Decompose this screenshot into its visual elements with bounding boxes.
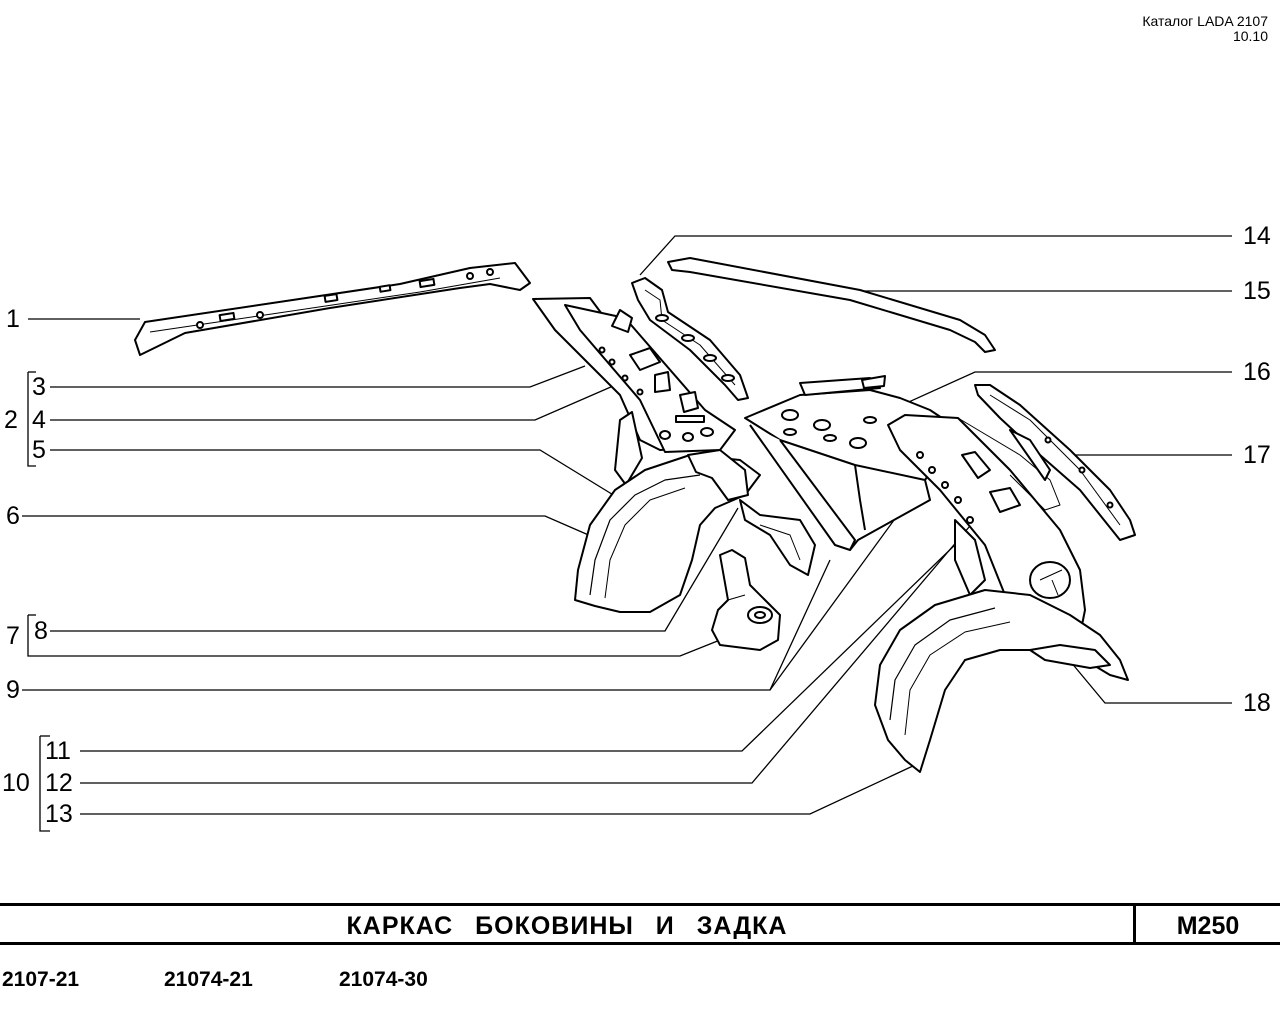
leader-lines [22,235,1232,832]
callout-6: 6 [6,502,20,530]
part-13-outer-arch [874,589,1129,773]
callout-13: 13 [45,800,73,828]
callout-18: 18 [1243,689,1271,717]
model-code: 21074-21 [164,968,253,991]
leader-8 [50,507,739,632]
title-bar: КАРКАС БОКОВИНЫ И ЗАДКА M250 [0,903,1280,945]
leader-16 [879,371,1232,416]
callout-10: 10 [2,769,30,797]
bracket-10 [39,736,50,832]
parts-diagram [22,235,1232,832]
part-14-pillar-upper [631,277,749,401]
leader-6 [22,515,601,541]
callout-14: 14 [1243,222,1271,250]
callout-12: 12 [45,769,73,797]
callout-1: 1 [6,305,20,333]
leader-12 [80,519,976,784]
part-17-right-rail [974,384,1136,541]
catalog-header: Каталог LADA 2107 10.10 [1142,14,1268,44]
page-title: КАРКАС БОКОВИНЫ И ЗАДКА [346,912,788,940]
callout-3: 3 [32,373,46,401]
callout-2: 2 [4,406,18,434]
callout-16: 16 [1243,358,1271,386]
leader-13 [80,764,916,815]
part-3-4-pillar [532,297,736,486]
leader-5 [50,449,616,497]
model-code: 21074-30 [339,968,428,991]
part-1-roof-rail [134,262,531,356]
leader-18 [1064,654,1232,704]
title-divider [1133,906,1136,942]
callout-5: 5 [32,436,46,464]
leader-3 [50,365,586,388]
part-8-bracket [711,549,781,651]
catalog-date: 10.10 [1232,28,1268,44]
leader-9-part [36,639,721,657]
callout-17: 17 [1243,441,1271,469]
catalog-name: Каталог LADA 2107 [1142,13,1268,29]
page-code: M250 [1176,912,1240,940]
leader-4 [50,382,621,421]
part-6-wheel-arch [574,449,816,613]
callout-9: 9 [6,676,20,704]
callout-4: 4 [32,406,46,434]
callout-7: 7 [6,622,20,650]
bracket-7 [27,615,36,657]
leader-14 [639,235,1232,276]
callout-11: 11 [45,737,71,765]
callout-15: 15 [1243,277,1271,305]
leader-9b [769,504,906,691]
callout-8: 8 [34,617,48,645]
model-code: 2107-21 [2,968,80,991]
leader-9a [22,559,831,691]
part-11-12-right-pillar [887,414,1086,636]
bracket-2 [27,372,36,467]
part-15-roof-trim [667,257,996,353]
leader-11 [80,539,961,752]
